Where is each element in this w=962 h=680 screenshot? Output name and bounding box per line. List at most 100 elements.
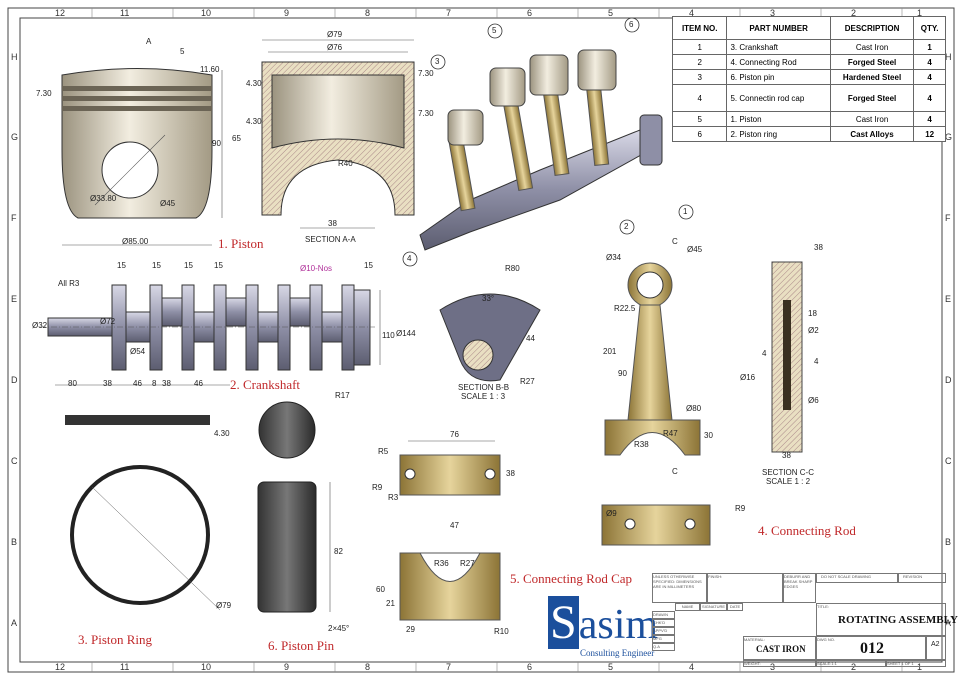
dimension: R38: [634, 440, 649, 449]
dimension: R3: [388, 493, 399, 502]
dimension: 38: [162, 379, 171, 388]
dimension: 7.30: [418, 109, 434, 118]
tb-row: CHK'D: [652, 619, 675, 627]
dimension: 18: [808, 309, 817, 318]
dimension: 33°: [482, 294, 495, 303]
section-aa-label: SECTION A-A: [305, 235, 356, 244]
logo-subtitle: Consulting Engineer: [580, 648, 655, 658]
zone-label: 6: [527, 662, 533, 672]
balloon-number: 6: [629, 20, 634, 29]
dimension: All R3: [58, 279, 80, 288]
tb-row: APPV'D: [652, 627, 675, 635]
balloon-number: 5: [492, 26, 497, 35]
piston-front-view: [61, 68, 223, 246]
view-title-piston: 1. Piston: [218, 236, 264, 251]
dimension: R9: [372, 483, 383, 492]
dimension: 4.30: [214, 429, 230, 438]
dimension: Ø34: [606, 253, 622, 262]
section-cc-label: SECTION C-C: [762, 468, 814, 477]
description: Forged Steel: [829, 54, 915, 70]
part-number: 4. Connecting Rod: [726, 54, 831, 70]
dimension: 7.30: [418, 69, 434, 78]
item-no: 5: [671, 111, 728, 127]
dimension: 76: [450, 430, 459, 439]
zone-label: 2: [851, 8, 857, 18]
dimension: 8: [152, 379, 157, 388]
dimension: Ø79: [216, 601, 232, 610]
dimension: 15: [117, 261, 126, 270]
tb-title-label: TITLE:: [816, 603, 946, 636]
section-bb-scale: SCALE 1 : 3: [461, 392, 506, 401]
dimension: Ø45: [160, 199, 176, 208]
qty: 1: [913, 39, 946, 55]
dimension: 110: [382, 331, 395, 340]
part-number: 6. Piston pin: [726, 69, 831, 85]
dimension: Ø85.00: [122, 237, 149, 246]
dimension: A: [146, 37, 152, 46]
zone-label: 12: [55, 662, 66, 672]
zone-label: C: [11, 456, 18, 466]
dimension: 5: [180, 47, 185, 56]
tb-finish: FINISH:: [707, 573, 783, 603]
dimension: 60: [376, 585, 385, 594]
qty: 4: [913, 69, 946, 85]
qty: 4: [913, 84, 946, 112]
zone-label: 4: [689, 8, 695, 18]
dimension: 38: [328, 219, 337, 228]
piston-section-aa: [261, 39, 415, 229]
dimension: Ø33.80: [90, 194, 117, 203]
bom-header: ITEM NO. PART NUMBER DESCRIPTION QTY.: [671, 16, 946, 40]
rod-cap-views: [399, 440, 501, 621]
zone-label: H: [11, 52, 18, 62]
dimension: R9: [735, 504, 746, 513]
zone-label: F: [11, 213, 17, 223]
tb-material-label: MATERIAL:: [743, 636, 816, 660]
dimension: 82: [334, 547, 343, 556]
tb-unless: UNLESS OTHERWISE SPECIFIED: DIMENSIONS A…: [652, 573, 707, 603]
dimension: Ø10-Nos: [300, 264, 333, 273]
description: Cast Alloys: [829, 126, 915, 142]
balloon-number: 4: [407, 254, 412, 263]
dimension: R5: [378, 447, 389, 456]
material-value: CAST IRON: [756, 644, 806, 654]
zone-label: 1: [917, 662, 923, 672]
balloons: [402, 17, 694, 267]
dimension: 15: [184, 261, 193, 270]
dimension: 15: [152, 261, 161, 270]
tb-col: NAME: [675, 603, 700, 611]
bom-header-cell: ITEM NO.: [671, 16, 728, 40]
company-logo: Sasim: [550, 596, 659, 649]
zone-label: 3: [770, 662, 776, 672]
dimension: 30: [704, 431, 713, 440]
view-title-piston-ring: 3. Piston Ring: [78, 632, 153, 647]
view-title-connecting-rod: 4. Connecting Rod: [758, 523, 856, 538]
zone-label: 5: [608, 8, 614, 18]
dimension: 11.60: [200, 65, 220, 74]
piston-pin-views: [257, 401, 331, 613]
piston-ring-views: [65, 415, 221, 611]
zone-label: 7: [446, 662, 452, 672]
item-no: 2: [671, 54, 728, 70]
drawing-number: 012: [860, 640, 884, 657]
zone-label: 9: [284, 8, 290, 18]
balloon-number: 2: [624, 222, 629, 231]
dimension: R47: [663, 429, 678, 438]
dimension: 38: [814, 243, 823, 252]
dimension: R36: [434, 559, 449, 568]
zone-label: G: [11, 132, 19, 142]
zone-label: E: [11, 294, 18, 304]
dimension: 90: [212, 139, 221, 148]
zone-label: G: [945, 132, 953, 142]
zone-label: B: [11, 537, 18, 547]
section-cc-scale: SCALE 1 : 2: [766, 477, 811, 486]
zone-label: 6: [527, 8, 533, 18]
dimension: 2×45°: [328, 624, 350, 633]
dimension: C: [672, 467, 678, 476]
tb-size-cell: [926, 636, 946, 660]
view-title-crankshaft: 2. Crankshaft: [230, 377, 301, 392]
